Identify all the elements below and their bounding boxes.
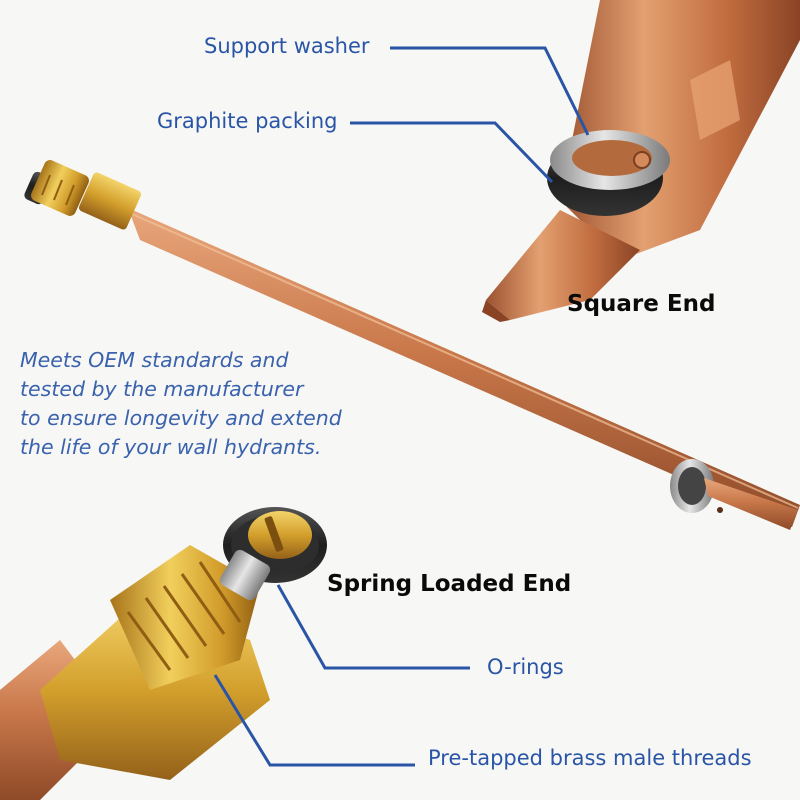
callout-graphite-packing: Graphite packing bbox=[157, 109, 338, 133]
description-line: Meets OEM standards and bbox=[20, 348, 289, 372]
leader-o-rings bbox=[276, 584, 470, 670]
heading-spring-loaded-end: Spring Loaded End bbox=[327, 571, 572, 597]
description-line: tested by the manufacturer bbox=[20, 377, 304, 401]
callout-brass-threads: Pre-tapped brass male threads bbox=[428, 746, 752, 770]
leader-support-washer bbox=[390, 46, 590, 136]
leader-lines bbox=[213, 46, 590, 767]
description-text: Meets OEM standards and tested by the ma… bbox=[20, 346, 400, 462]
leader-brass-threads bbox=[213, 674, 415, 767]
callout-support-washer: Support washer bbox=[204, 34, 370, 58]
copper-stem bbox=[128, 208, 800, 527]
description-line: to ensure longevity and extend bbox=[20, 406, 342, 430]
spring-loaded-closeup bbox=[0, 507, 327, 800]
square-end-closeup bbox=[482, 0, 800, 322]
callout-o-rings: O-rings bbox=[487, 655, 564, 679]
leader-graphite-packing bbox=[350, 121, 554, 184]
description-line: the life of your wall hydrants. bbox=[20, 435, 322, 459]
small-washer bbox=[670, 459, 798, 530]
small-brass-end bbox=[24, 160, 142, 230]
heading-square-end: Square End bbox=[567, 291, 716, 317]
